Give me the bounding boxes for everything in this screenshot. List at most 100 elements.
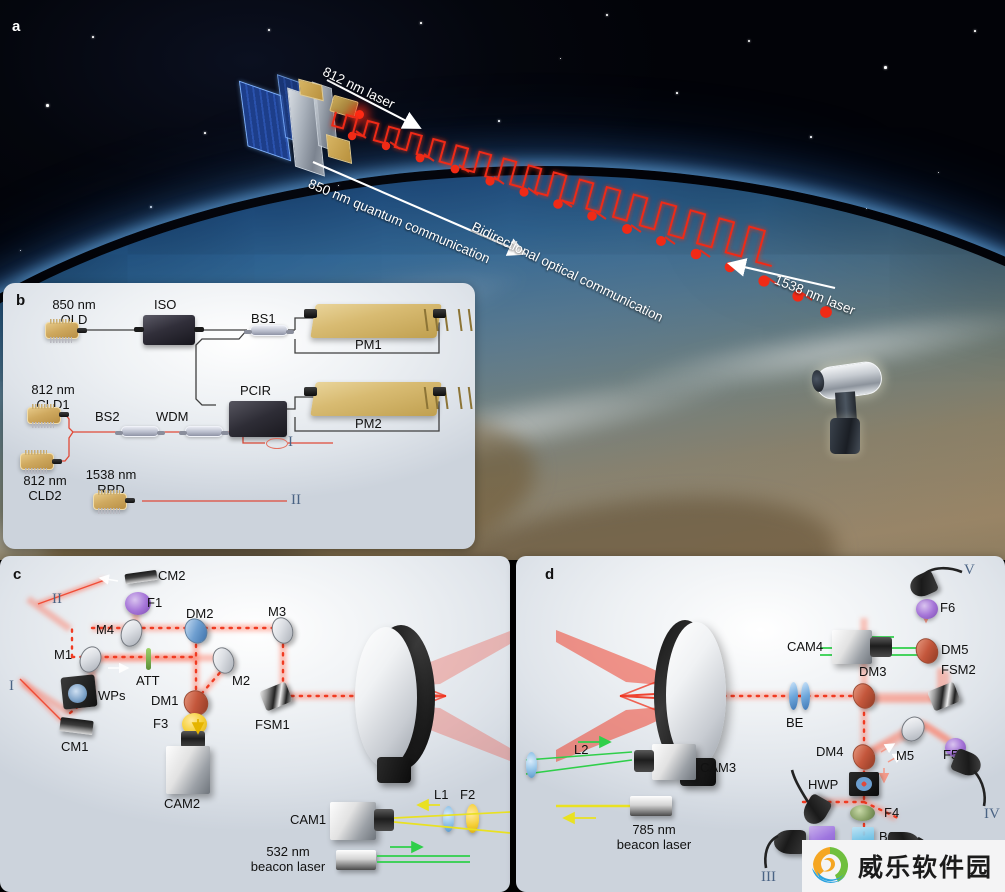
- label-wdm: WDM: [156, 409, 189, 424]
- label-f3: F3: [153, 716, 169, 731]
- label-cld2-line1: 812 nm: [23, 473, 67, 488]
- f2-filter: [466, 804, 479, 833]
- pm1-phase-modulator: [310, 304, 442, 338]
- port-V-label: V: [964, 562, 975, 578]
- port-IV-fiber: [973, 770, 986, 807]
- cam4-body: [832, 630, 872, 664]
- label-cm2: CM2: [158, 568, 186, 583]
- label-f4: F4: [884, 805, 900, 820]
- label-rpd-line1: 1538 nm: [85, 467, 137, 482]
- label-f6: F6: [940, 600, 956, 615]
- be-expander-lens-1: [789, 682, 798, 710]
- label-fsm2: FSM2: [941, 662, 976, 677]
- label-cam4: CAM4: [787, 639, 824, 654]
- label-f1: F1: [147, 595, 163, 610]
- label-dm2: DM2: [186, 606, 214, 621]
- port-I-label-c: I: [9, 678, 14, 694]
- pm2-output-cap: [433, 387, 446, 396]
- label-cld1-line1: 812 nm: [31, 382, 75, 397]
- cam4-lens: [870, 637, 892, 657]
- label-cam3: CAM3: [700, 760, 737, 775]
- label-bs2: BS2: [95, 409, 120, 424]
- bs1-beamsplitter: [244, 325, 294, 336]
- rpd-photodiode: [93, 490, 127, 514]
- label-l1: L1: [434, 787, 449, 802]
- panel-letter-d: d: [545, 566, 555, 583]
- label-cam2: CAM2: [164, 796, 201, 811]
- label-be: BE: [786, 715, 804, 730]
- wps-aperture: [68, 684, 87, 703]
- f6-filter: [916, 599, 938, 619]
- panel-letter-c: c: [13, 566, 22, 583]
- pm2-input-cap: [304, 387, 317, 396]
- label-beacon785-line1: 785 nm: [632, 822, 676, 837]
- port-V-fiber: [919, 566, 963, 579]
- label-f2: F2: [460, 787, 476, 802]
- qld-laser-diode: [45, 319, 79, 343]
- pm2-phase-modulator: [310, 382, 442, 416]
- label-dm3: DM3: [859, 664, 887, 679]
- port-IV-label: IV: [984, 806, 1000, 822]
- detector-collimator-left: [774, 830, 806, 854]
- label-m4: M4: [96, 622, 115, 637]
- iso-isolator: [134, 315, 204, 345]
- panel-c-aux-beams: [98, 574, 510, 863]
- label-pm1: PM1: [355, 337, 382, 352]
- label-m5: M5: [896, 748, 915, 763]
- pcir-circulator: [229, 401, 287, 437]
- label-dm5: DM5: [941, 642, 969, 657]
- wdm-multiplexer: [179, 426, 229, 437]
- label-pcir: PCIR: [240, 383, 272, 398]
- cam1-body: [330, 802, 376, 840]
- label-cam1: CAM1: [290, 812, 327, 827]
- port-II-label-b: II: [291, 492, 301, 508]
- label-cld2-line2: CLD2: [28, 488, 62, 503]
- ground-telescope: [810, 359, 892, 460]
- label-wps: WPs: [98, 688, 126, 703]
- watermark-text: 威乐软件园: [858, 855, 994, 882]
- watermark-logo-icon: [812, 847, 849, 883]
- panel-letter-a: a: [12, 18, 21, 35]
- panel-d-ground-bench: d: [516, 556, 1005, 892]
- label-bs1: BS1: [251, 311, 276, 326]
- label-att: ATT: [136, 673, 160, 688]
- label-beacon785-line2: beacon laser: [616, 837, 692, 852]
- fiber-coil: [266, 438, 288, 449]
- label-m1: M1: [54, 647, 73, 662]
- pm1-input-cap: [304, 309, 317, 318]
- cam2-lens: [181, 731, 205, 748]
- f4-filter: [850, 805, 875, 821]
- cld2-laser-diode: [20, 450, 54, 474]
- panel-c-satellite-bench: c: [0, 556, 510, 892]
- label-beacon532-line1: 532 nm: [266, 844, 310, 859]
- cam2-body: [166, 746, 210, 794]
- label-hwp: HWP: [808, 777, 839, 792]
- port-III-label: III: [761, 869, 776, 885]
- watermark: 威乐软件园: [802, 840, 1005, 892]
- label-cm1: CM1: [61, 739, 89, 754]
- label-pm2: PM2: [355, 416, 382, 431]
- l1-lens: [443, 806, 454, 832]
- beacon-laser-532-body: [336, 850, 376, 870]
- cam3-body: [652, 744, 696, 780]
- label-dm4: DM4: [816, 744, 844, 759]
- cam1-lens: [374, 809, 394, 831]
- label-dm1: DM1: [151, 693, 179, 708]
- rpd-pigtail: [125, 498, 135, 503]
- cld1-pigtail: [59, 412, 69, 417]
- label-m3: M3: [268, 604, 287, 619]
- att-attenuator: [146, 648, 151, 670]
- port-II-label-c: II: [52, 591, 62, 607]
- pm1-output-cap: [433, 309, 446, 318]
- cld1-laser-diode: [27, 404, 61, 428]
- label-fsm1: FSM1: [255, 717, 290, 732]
- hwp-halfwave-plate: [849, 772, 879, 796]
- l2-lens: [526, 752, 537, 778]
- label-m2: M2: [232, 673, 251, 688]
- panel-b-source-module: b 850 nm QLD: [3, 283, 475, 549]
- satellite: [238, 74, 373, 192]
- be-expander-lens-2: [801, 682, 810, 710]
- label-beacon532-line2: beacon laser: [250, 859, 326, 874]
- qld-pigtail: [77, 328, 87, 333]
